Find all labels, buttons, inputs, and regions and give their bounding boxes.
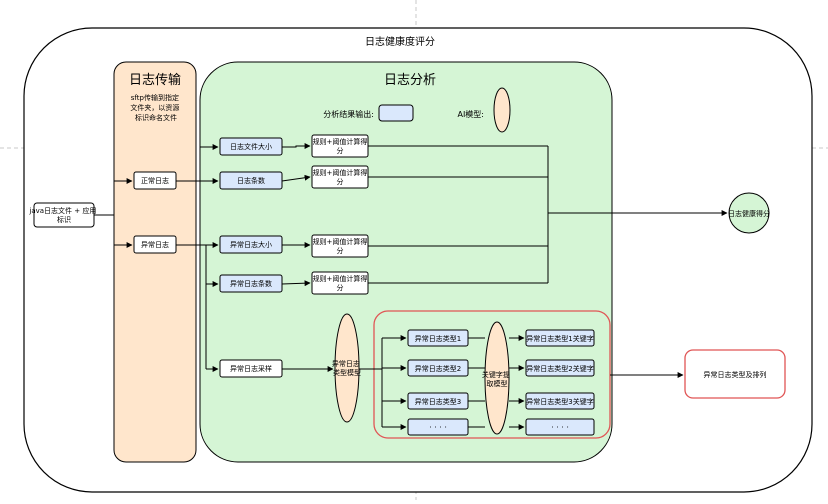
transfer-panel-note: sftp传输到指定 文件夹，以资源 标识命名文件	[130, 93, 181, 122]
rule-node-2: 规则+阈值计算得分	[311, 165, 369, 189]
keyword-more-label: · · · ·	[551, 423, 569, 432]
edge-error-count-rule	[281, 280, 311, 287]
health-score-label: 日志健康得分	[728, 209, 770, 218]
edge-source-abnormal	[113, 215, 133, 248]
health-score-output	[728, 192, 770, 234]
error-type-2-label: 异常日志类型2	[415, 364, 461, 373]
diagram-title: 日志健康度评分	[365, 35, 435, 48]
metric-error-sample-label: 异常日志采样	[230, 364, 272, 373]
rule-node-4: 规则+阈值计算得分	[311, 271, 369, 295]
edge-size-rule	[282, 143, 311, 149]
output-legend-box	[378, 104, 414, 122]
classification-model-label: 异常日志 类型模型	[332, 359, 362, 377]
rule-node-3: 规则+阈值计算得分	[311, 234, 369, 258]
keyword-2-label: 异常日志类型2关键字	[526, 364, 593, 373]
error-ranking-label: 异常日志类型及排列	[704, 370, 767, 379]
classification-model	[334, 313, 360, 423]
keyword-model	[484, 321, 510, 435]
edge-count-rule	[281, 174, 311, 182]
normal-log-label: 正常日志	[141, 176, 169, 185]
keyword-model-label: 关键字提 取模型	[482, 370, 512, 388]
edge-source-normal	[94, 178, 133, 216]
keyword-3-node	[525, 392, 595, 410]
output-legend-label: 分析结果输出:	[323, 109, 374, 119]
metric-error-size-label: 异常日志大小	[230, 240, 272, 249]
keyword-2-node	[525, 359, 595, 377]
keyword-more-node	[525, 418, 595, 436]
keyword-1-label: 异常日志类型1关键字	[526, 334, 593, 343]
ai-legend-ellipse	[493, 87, 511, 133]
ai-legend-label: AI模型:	[457, 109, 484, 119]
abnormal-log-label: 异常日志	[141, 240, 169, 249]
svg-text:规则+阈值计算得分: 规则+阈值计算得分	[313, 137, 368, 155]
svg-text:规则+阈值计算得分: 规则+阈值计算得分	[313, 274, 368, 292]
metric-log-count-label: 日志条数	[237, 176, 265, 185]
connectors	[94, 143, 728, 430]
svg-text:规则+阈值计算得分: 规则+阈值计算得分	[313, 168, 368, 186]
error-type-3-label: 异常日志类型3	[415, 397, 461, 406]
transfer-panel	[113, 61, 197, 463]
source-node-label: java日志文件 + 应用 标识	[28, 206, 98, 224]
keyword-3-label: 异常日志类型3关键字	[526, 397, 593, 406]
error-ranking-output	[684, 349, 786, 399]
svg-text:规则+阈值计算得分: 规则+阈值计算得分	[313, 237, 368, 255]
transfer-panel-title: 日志传输	[129, 72, 181, 88]
metric-error-count-label: 异常日志条数	[230, 279, 272, 288]
metric-log-size-label: 日志文件大小	[230, 142, 272, 151]
rule-node-1: 规则+阈值计算得分	[311, 134, 369, 158]
analysis-panel-title: 日志分析	[384, 73, 436, 88]
keyword-1-node	[525, 329, 595, 347]
error-type-1-label: 异常日志类型1	[415, 334, 461, 343]
error-type-more-label: · · · ·	[429, 423, 447, 432]
